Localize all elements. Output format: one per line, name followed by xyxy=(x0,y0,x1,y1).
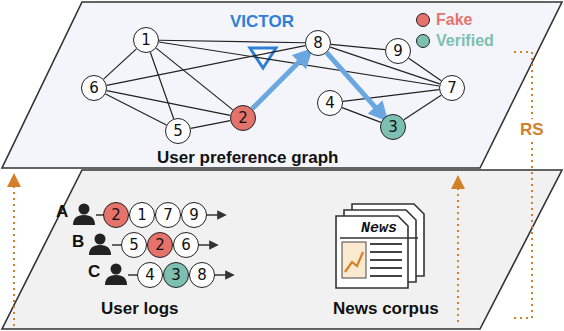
node-number: 8 xyxy=(313,36,323,51)
graph-node: 6 xyxy=(173,232,199,258)
node-number: 8 xyxy=(197,268,207,283)
node-number: 6 xyxy=(181,238,191,253)
graph-node: 2 xyxy=(147,232,173,258)
user-label: B xyxy=(72,232,84,252)
chart-box xyxy=(342,242,366,278)
graph-node: 9 xyxy=(181,202,207,228)
text-line xyxy=(370,267,402,269)
node-number: 3 xyxy=(171,268,181,283)
graph-node: 6 xyxy=(81,75,107,101)
text-line xyxy=(370,251,402,253)
node-number: 9 xyxy=(393,44,403,59)
node-number: 4 xyxy=(145,268,155,283)
graph-node: 4 xyxy=(317,90,343,116)
node-number: 2 xyxy=(155,238,165,253)
legend-swatch xyxy=(416,13,430,27)
plane-outline xyxy=(2,2,562,168)
plane-outline xyxy=(2,170,562,329)
graph-node: 8 xyxy=(305,30,331,56)
plane-title: User preference graph xyxy=(157,148,338,168)
graph-node: 3 xyxy=(163,262,189,288)
node-number: 7 xyxy=(163,208,173,223)
news-icon: NewsNews corpus xyxy=(328,200,444,320)
node-number: 2 xyxy=(238,111,248,126)
node-number: 1 xyxy=(141,33,151,48)
text-line xyxy=(370,243,402,245)
news-heading: News xyxy=(361,220,397,237)
graph-node: 4 xyxy=(137,262,163,288)
rs-label: RS xyxy=(518,119,546,141)
node-number: 7 xyxy=(447,81,457,96)
graph-node: 9 xyxy=(385,38,411,64)
plane-shape xyxy=(0,168,564,331)
graph-node: 2 xyxy=(230,105,256,131)
graph-node: 3 xyxy=(380,114,406,140)
user-label: A xyxy=(56,202,68,222)
node-number: 2 xyxy=(111,208,121,223)
legend-text: Verified xyxy=(436,32,494,50)
news-caption: News corpus xyxy=(333,299,439,319)
graph-node: 2 xyxy=(103,202,129,228)
node-number: 9 xyxy=(189,208,199,223)
node-number: 5 xyxy=(129,238,139,253)
node-number: 1 xyxy=(137,208,147,223)
node-number: 6 xyxy=(89,81,99,96)
graph-node: 5 xyxy=(121,232,147,258)
node-number: 3 xyxy=(388,120,398,135)
node-number: 5 xyxy=(173,124,183,139)
chart-trend xyxy=(345,252,363,272)
graph-node: 5 xyxy=(165,118,191,144)
graph-node: 1 xyxy=(133,27,159,53)
graph-node: 7 xyxy=(155,202,181,228)
legend-text: Fake xyxy=(436,11,472,29)
node-number: 4 xyxy=(325,96,335,111)
graph-node: 8 xyxy=(189,262,215,288)
plane-panel: User logsNewsNews corpus2179526438 xyxy=(0,168,564,331)
graph-node: 1 xyxy=(129,202,155,228)
text-line xyxy=(370,259,402,261)
plane-title: User logs xyxy=(101,299,178,319)
agent-label: VICTOR xyxy=(230,12,294,32)
text-line xyxy=(370,275,402,277)
user-label: C xyxy=(88,262,100,282)
paper-stack xyxy=(328,200,444,292)
paper-sheet xyxy=(336,216,408,288)
graph-node: 7 xyxy=(439,75,465,101)
legend-swatch xyxy=(416,34,430,48)
headline-rule xyxy=(340,237,418,239)
